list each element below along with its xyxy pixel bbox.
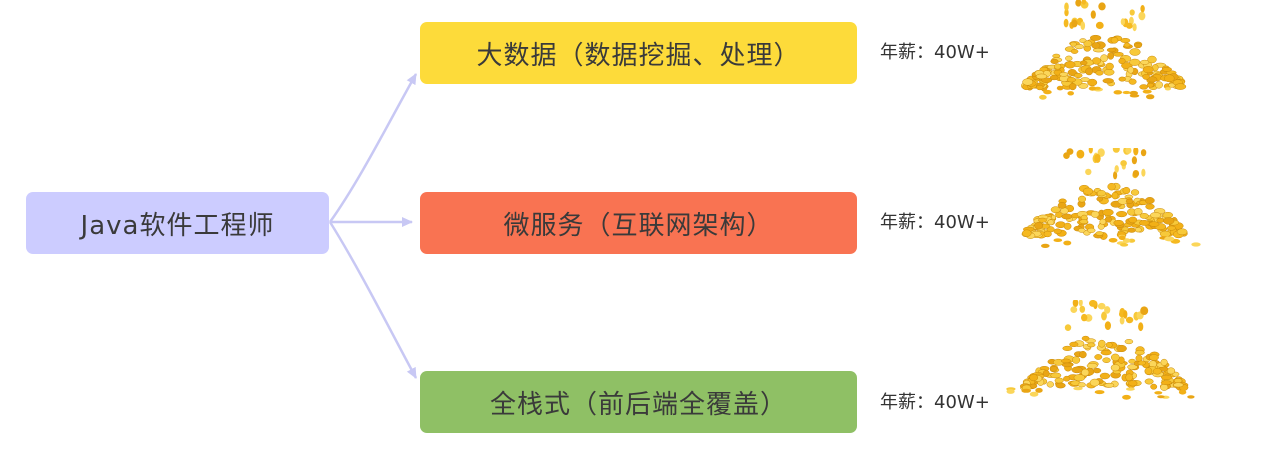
branch-node-fullstack[interactable]: 全栈式（前后端全覆盖） xyxy=(420,371,857,433)
salary-label-bigdata: 年薪：40W+ xyxy=(880,42,990,63)
connector-to-fullstack xyxy=(328,221,418,379)
branch-node-bigdata[interactable]: 大数据（数据挖掘、处理） xyxy=(420,22,857,84)
gold-coins-icon xyxy=(1021,148,1201,248)
salary-label-fullstack: 年薪：40W+ xyxy=(880,392,990,413)
salary-label-microservice: 年薪：40W+ xyxy=(880,212,990,233)
gold-coins-icon xyxy=(1006,300,1195,400)
root-node[interactable]: Java软件工程师 xyxy=(26,192,329,254)
gold-coins-icon xyxy=(1021,0,1187,100)
connector-to-bigdata xyxy=(328,73,418,223)
branch-node-microservice[interactable]: 微服务（互联网架构） xyxy=(420,192,857,254)
